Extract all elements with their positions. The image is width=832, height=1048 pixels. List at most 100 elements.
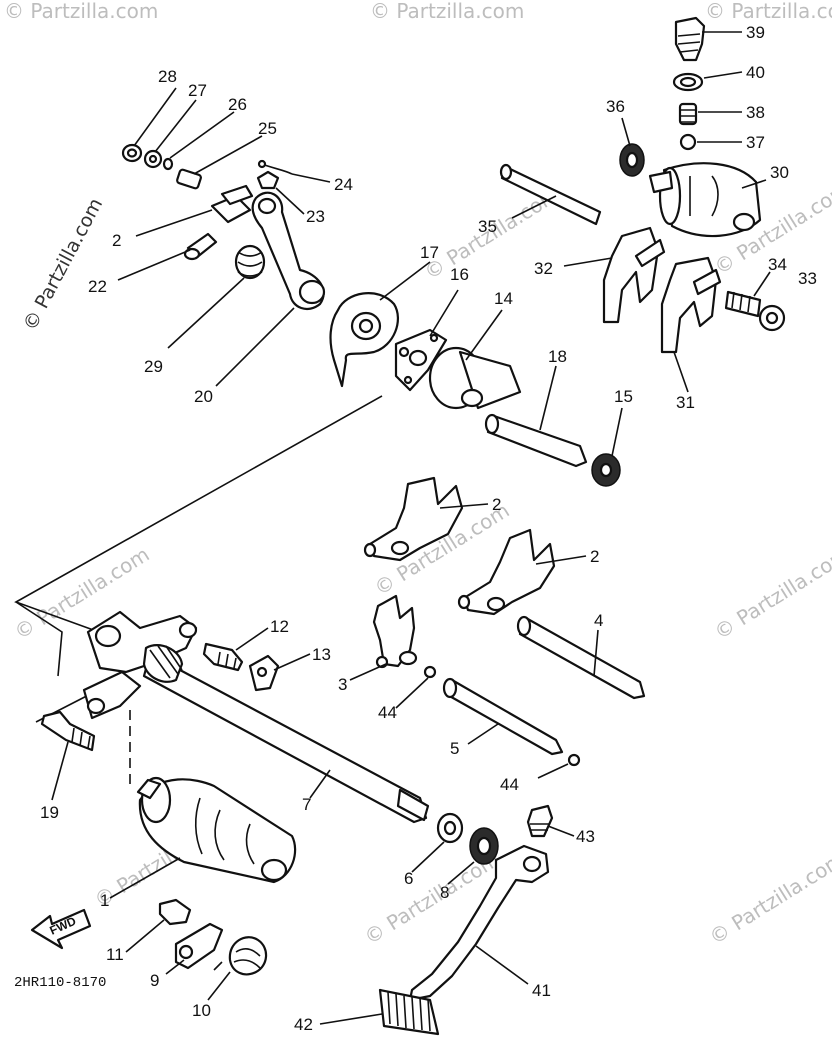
label-20: 20 (194, 387, 213, 406)
diagram-code: 2HR110-8170 (14, 975, 106, 991)
part-1-shift-drum (136, 776, 297, 884)
part-7-shift-shaft (142, 644, 430, 824)
watermark: © Partzilla.com (4, 0, 158, 23)
label-11: 11 (106, 945, 124, 964)
label-3: 3 (338, 675, 347, 694)
label-19: 19 (40, 803, 59, 822)
part-39-bolt (674, 16, 706, 62)
label-41: 41 (532, 981, 551, 1000)
part-20-shift-arm (251, 191, 326, 311)
label-24: 24 (334, 175, 353, 194)
part-15-washer (591, 453, 621, 487)
label-37: 37 (746, 133, 765, 152)
part-9-roller (174, 922, 224, 970)
label-35: 35 (478, 217, 497, 236)
label-32: 32 (534, 259, 553, 278)
watermark: © Partzilla.com (19, 195, 107, 335)
label-33: 33 (798, 269, 817, 288)
fwd-arrow: FWD (30, 908, 92, 950)
label-28: 28 (158, 67, 177, 86)
part-10-spring (213, 936, 268, 976)
part-40-gasket (672, 72, 704, 92)
label-29: 29 (144, 357, 163, 376)
part-16-bracket (394, 328, 448, 392)
label-23: 23 (306, 207, 325, 226)
label-44-a: 44 (378, 703, 397, 722)
part-19-bolt (40, 710, 96, 752)
part-27-washer (143, 149, 163, 169)
part-42-rubber (378, 988, 440, 1036)
part-23-clip (256, 170, 280, 190)
label-6: 6 (404, 869, 413, 888)
part-32-fork (602, 226, 666, 324)
label-2-upper: 2 (492, 495, 501, 514)
watermark: © Partzilla.com (710, 542, 832, 644)
label-15: 15 (614, 387, 633, 406)
part-18-shaft (484, 413, 588, 468)
part-22-pin (183, 232, 218, 261)
watermark: © Partzilla.com (370, 0, 524, 23)
label-17: 17 (420, 243, 439, 262)
part-14-stopper (428, 346, 522, 410)
part-12-bolt (202, 642, 244, 672)
label-9: 9 (150, 971, 159, 990)
part-17-plate (329, 292, 399, 388)
label-43: 43 (576, 827, 595, 846)
label-31: 31 (676, 393, 695, 412)
part-6-washer (436, 812, 464, 844)
part-13-plate (248, 654, 280, 692)
part-36-bearing (619, 143, 645, 177)
label-2-lower: 2 (590, 547, 599, 566)
label-18: 18 (548, 347, 567, 366)
part-4-shaft (516, 615, 646, 700)
label-22: 22 (88, 277, 107, 296)
part-44-clip-b (567, 753, 581, 767)
label-7: 7 (302, 795, 311, 814)
label-38: 38 (746, 103, 765, 122)
label-14: 14 (494, 289, 513, 308)
label-42: 42 (294, 1015, 313, 1034)
part-shift-shaft-arm (82, 610, 198, 720)
label-36: 36 (606, 97, 625, 116)
part-37-ball (679, 133, 697, 151)
part-31-fork (660, 256, 722, 354)
part-33-plug (758, 304, 786, 332)
part-34-spring (724, 290, 762, 318)
part-3-fork (372, 594, 418, 669)
label-40: 40 (746, 63, 765, 82)
part-26-circlip (162, 157, 174, 171)
part-30-shift-drum (648, 162, 762, 238)
part-11-bolt (158, 898, 192, 926)
part-21-lever (210, 184, 254, 224)
part-29-spring (234, 244, 266, 280)
label-8: 8 (440, 883, 449, 902)
part-35-shaft (499, 163, 602, 226)
part-labels: 28 27 26 25 24 23 2 22 29 20 17 16 14 18… (40, 23, 817, 1034)
label-5: 5 (450, 739, 459, 758)
label-1: 1 (100, 891, 109, 910)
part-8-seal (469, 827, 499, 865)
label-16: 16 (450, 265, 469, 284)
watermark: © Partzilla.com (705, 0, 832, 23)
label-13: 13 (312, 645, 331, 664)
label-25: 25 (258, 119, 277, 138)
part-41-shift-pedal (408, 844, 550, 1002)
part-2-fork-lower (457, 528, 556, 616)
label-10: 10 (192, 1001, 211, 1020)
label-21: 2 (112, 231, 121, 250)
leader-lines (51, 31, 771, 1025)
label-39: 39 (746, 23, 765, 42)
part-44-clip-a (423, 665, 437, 679)
part-28-nut (121, 143, 143, 163)
label-12: 12 (270, 617, 289, 636)
label-34: 34 (768, 255, 787, 274)
part-38-spring (678, 102, 698, 126)
part-5-shaft (442, 677, 564, 756)
part-2-fork-upper (363, 476, 464, 562)
label-44-b: 44 (500, 775, 519, 794)
label-4: 4 (594, 611, 603, 630)
watermark: © Partzilla.com (705, 847, 832, 949)
part-43-bolt (526, 804, 554, 838)
label-26: 26 (228, 95, 247, 114)
